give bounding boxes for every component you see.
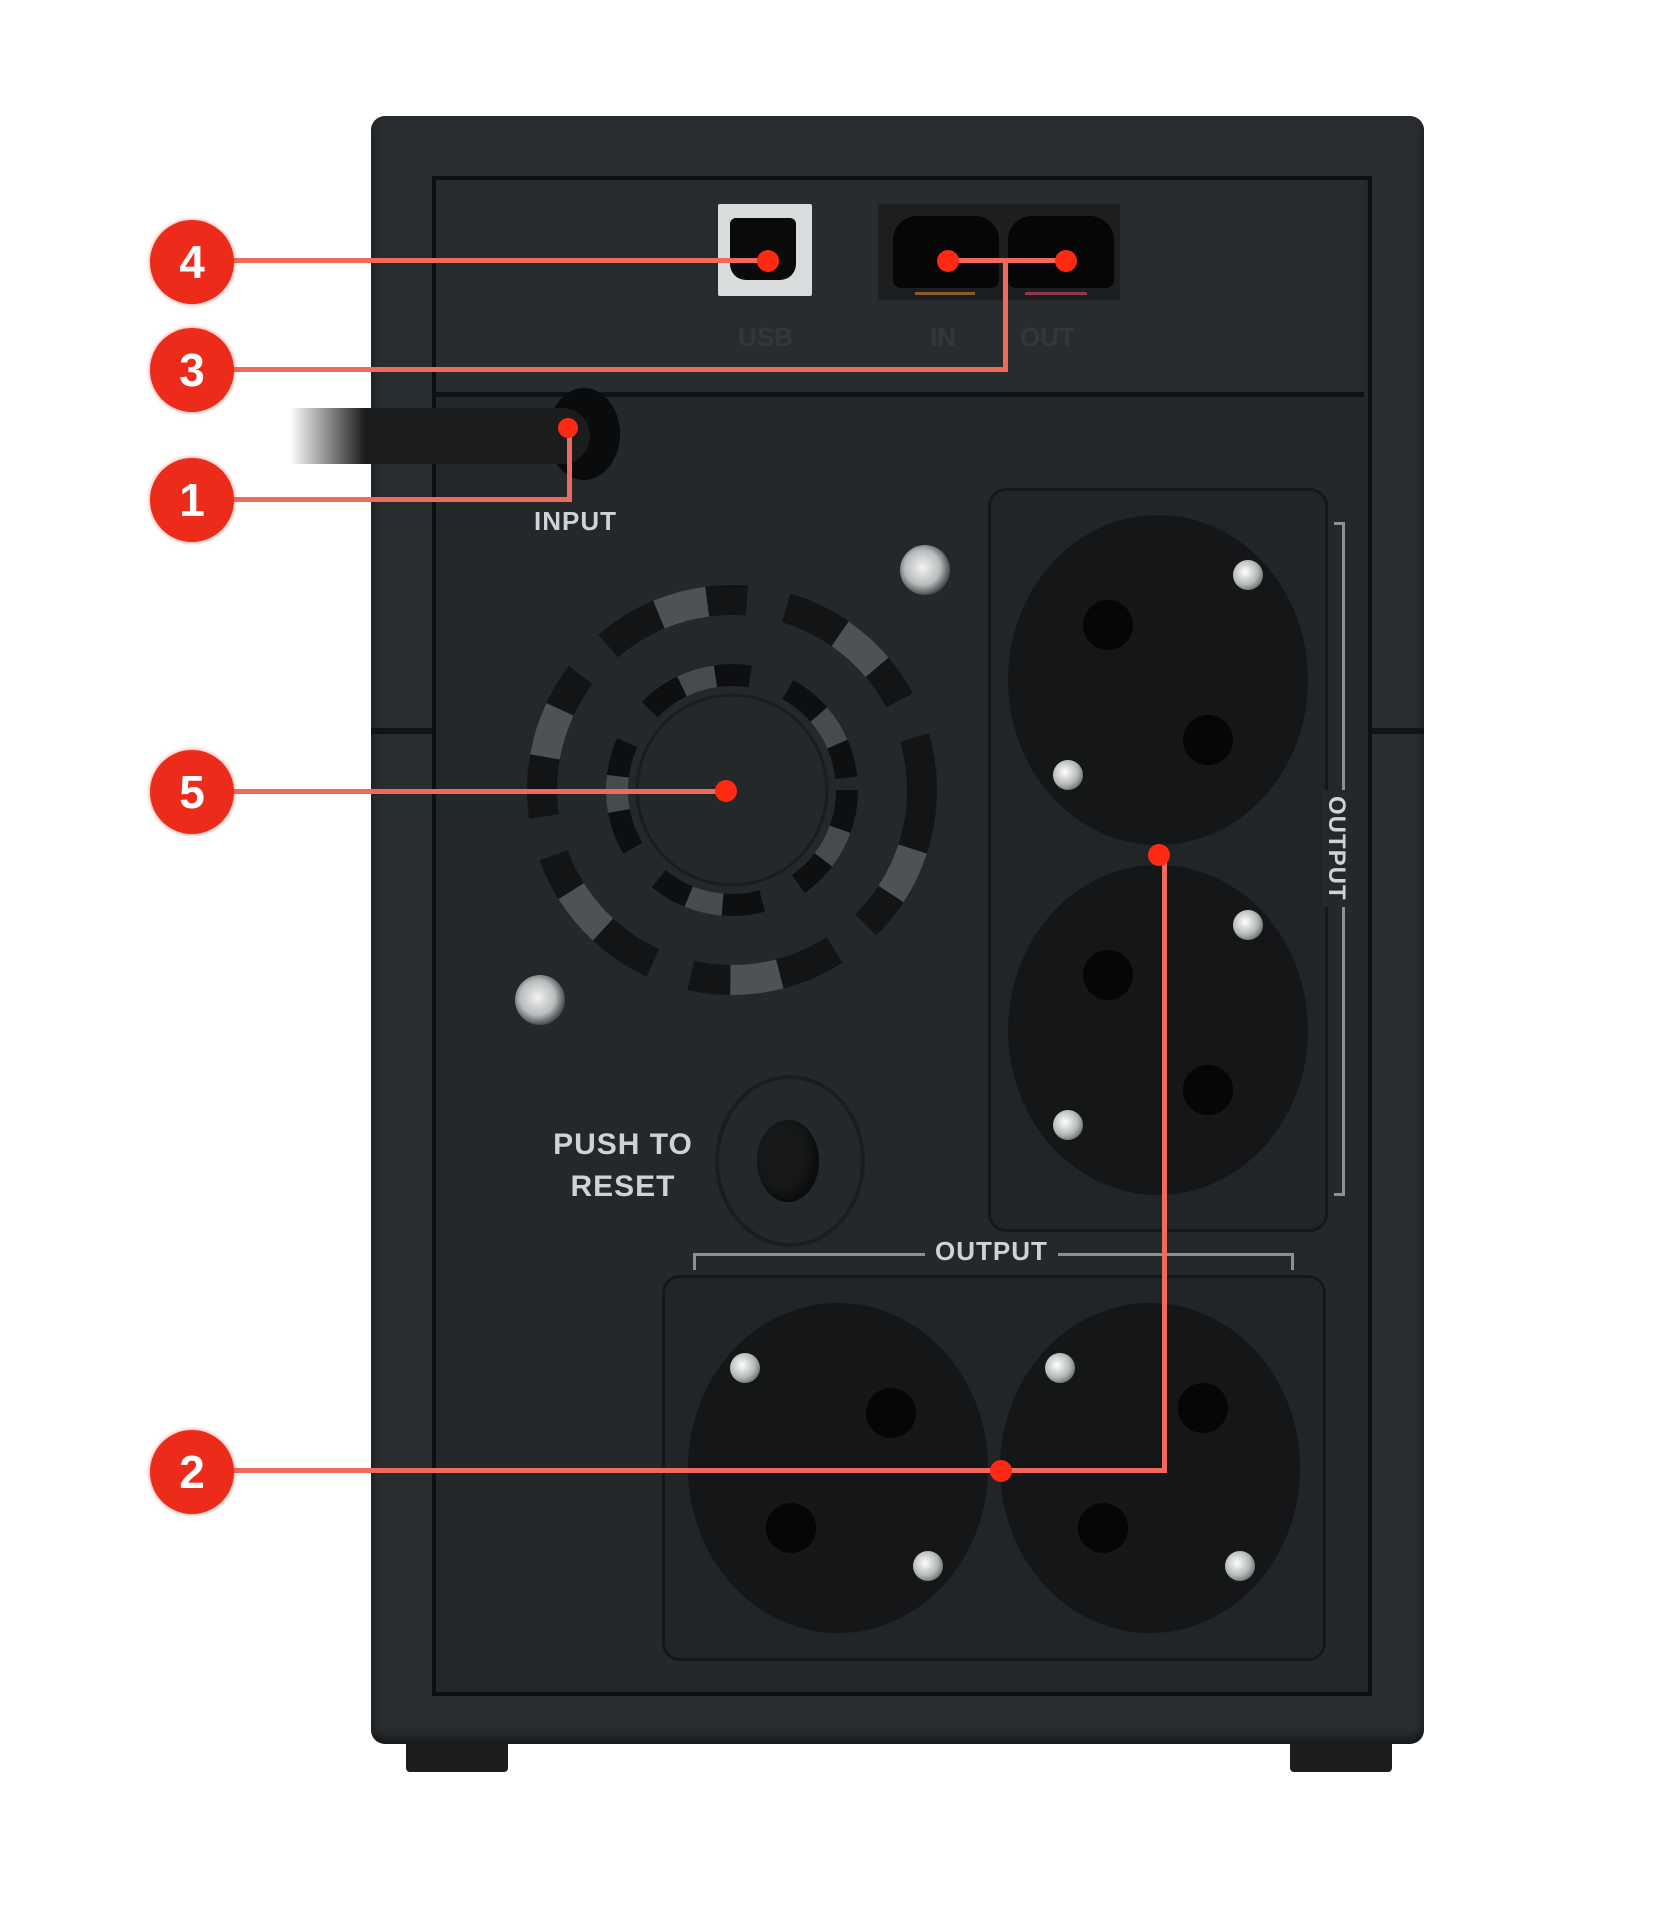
- reset-button[interactable]: [757, 1120, 819, 1202]
- callout-dot-3-in: [937, 250, 959, 272]
- callout-line-1: [230, 497, 572, 502]
- callout-line-1-vertical: [567, 428, 572, 502]
- ground-pin: [913, 1551, 943, 1581]
- callout-line-5: [230, 789, 728, 794]
- side-groove-left: [371, 728, 436, 734]
- callout-line-3: [230, 367, 1008, 372]
- callout-dot-3-out: [1055, 250, 1077, 272]
- reset-label-line2: RESET: [570, 1170, 676, 1203]
- socket-hole: [766, 1503, 816, 1553]
- ground-pin: [1225, 1551, 1255, 1581]
- fan-screw-bottom: [515, 975, 565, 1025]
- output-socket-2[interactable]: [1008, 865, 1308, 1195]
- socket-hole: [866, 1388, 916, 1438]
- callout-dot-5: [715, 780, 737, 802]
- ground-pin: [730, 1353, 760, 1383]
- socket-hole: [1083, 600, 1133, 650]
- socket-hole: [1178, 1383, 1228, 1433]
- output-bottom-label: OUTPUT: [925, 1236, 1058, 1267]
- callout-marker-1: 1: [150, 458, 234, 542]
- callout-marker-4: 4: [150, 220, 234, 304]
- rj45-out-label: OUT: [1020, 322, 1075, 352]
- callout-line-3-vertical: [1003, 260, 1008, 372]
- callout-dot-4: [757, 250, 779, 272]
- output-right-label: OUTPUT: [1322, 790, 1350, 907]
- usb-label: USB: [738, 322, 793, 352]
- callout-dot-2-bottom: [990, 1460, 1012, 1482]
- callout-marker-2: 2: [150, 1430, 234, 1514]
- rj45-out-contacts: [1025, 292, 1087, 295]
- ground-pin: [1053, 760, 1083, 790]
- callout-marker-5: 5: [150, 750, 234, 834]
- callout-line-4: [230, 258, 768, 263]
- input-power-cable: [290, 408, 590, 464]
- rj45-in-contacts: [915, 292, 975, 295]
- reset-label-line1: PUSH TO: [553, 1128, 693, 1161]
- callout-line-3-horizontal: [948, 258, 1066, 263]
- socket-hole: [1183, 1065, 1233, 1115]
- output-socket-1[interactable]: [1008, 515, 1308, 845]
- ground-pin: [1053, 1110, 1083, 1140]
- fan-screw-top: [900, 545, 950, 595]
- callout-dot-2-right: [1148, 844, 1170, 866]
- callout-line-2-vertical: [1162, 855, 1167, 1473]
- side-groove-right: [1364, 728, 1424, 734]
- callout-marker-3: 3: [150, 328, 234, 412]
- ground-pin: [1233, 560, 1263, 590]
- right-foot: [1290, 1742, 1392, 1772]
- ground-pin: [1233, 910, 1263, 940]
- socket-hole: [1078, 1503, 1128, 1553]
- callout-line-2: [230, 1468, 1167, 1473]
- rj45-in-label: IN: [930, 322, 956, 352]
- callout-dot-1: [558, 418, 578, 438]
- input-label: INPUT: [534, 506, 617, 536]
- socket-hole: [1183, 715, 1233, 765]
- left-foot: [406, 1742, 508, 1772]
- socket-hole: [1083, 950, 1133, 1000]
- ground-pin: [1045, 1353, 1075, 1383]
